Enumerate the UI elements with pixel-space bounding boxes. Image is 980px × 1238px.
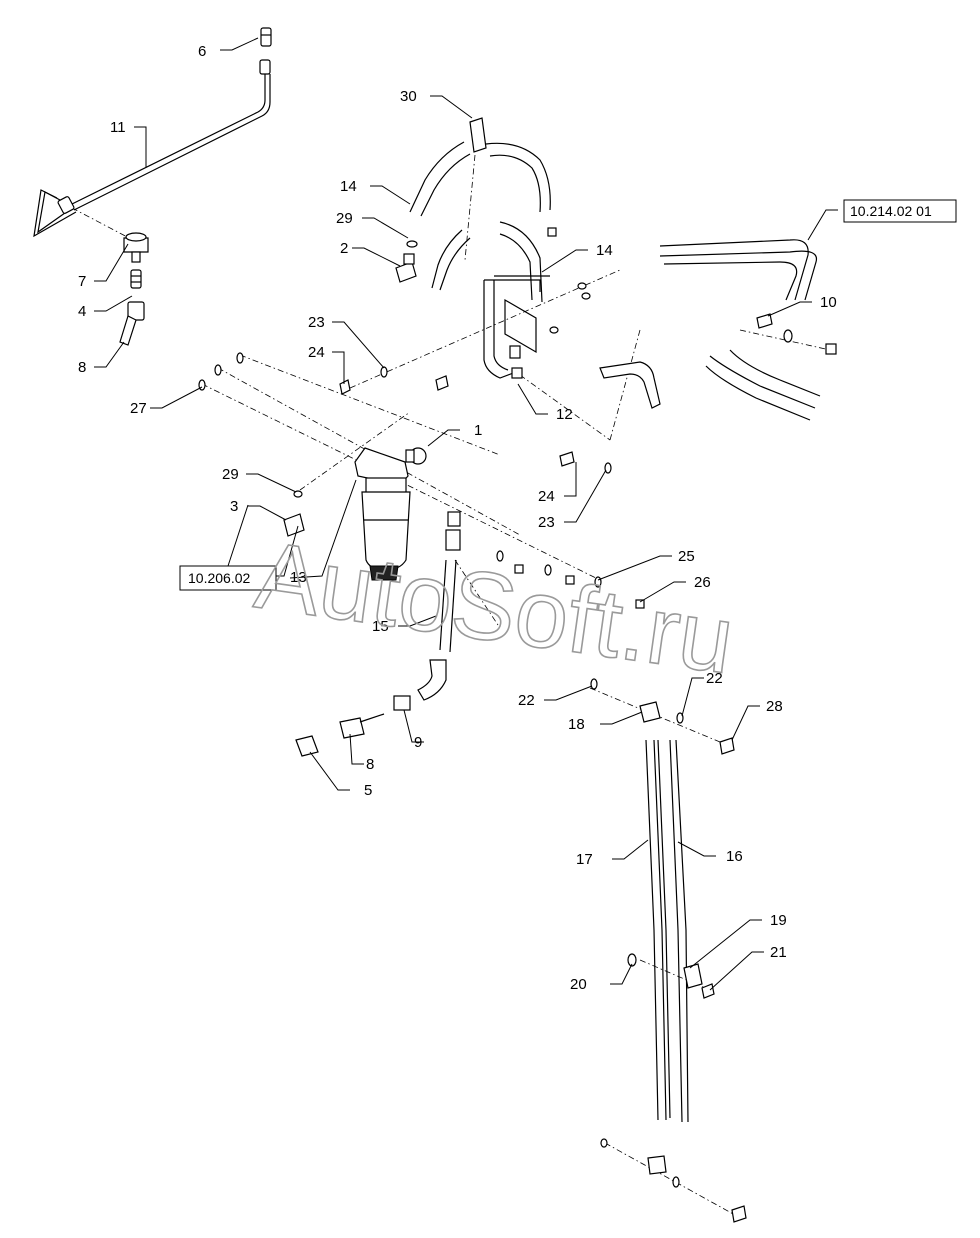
label-part-4: 4 bbox=[78, 303, 86, 320]
watermark-text: AutoSoft.ru bbox=[249, 521, 739, 694]
label-part-14-left: 14 bbox=[340, 178, 357, 195]
fitting-part-2 bbox=[395, 240, 418, 283]
label-part-29-bottom: 29 bbox=[222, 466, 239, 483]
label-part-3: 3 bbox=[230, 498, 238, 515]
label-part-18: 18 bbox=[568, 716, 585, 733]
label-part-5: 5 bbox=[364, 782, 372, 799]
label-part-27: 27 bbox=[130, 400, 147, 417]
label-part-17: 17 bbox=[576, 851, 593, 868]
label-part-12: 12 bbox=[556, 406, 573, 423]
label-part-16: 16 bbox=[726, 848, 743, 865]
hoses-part-14 bbox=[409, 117, 557, 303]
label-part-30: 30 bbox=[400, 88, 417, 105]
pipe-part-11 bbox=[33, 59, 271, 238]
hose-part-15 bbox=[295, 511, 461, 757]
hardware-small-parts bbox=[198, 282, 837, 1223]
label-part-10: 10 bbox=[820, 294, 837, 311]
reference-label-top: 10.214.02 01 bbox=[850, 203, 932, 219]
fuel-filter-part-13 bbox=[354, 447, 427, 581]
label-part-28: 28 bbox=[766, 698, 783, 715]
part-number-labels: 6 11 7 4 8 27 30 14 29 2 23 24 14 12 10 … bbox=[78, 43, 837, 993]
label-part-23-right: 23 bbox=[538, 514, 555, 531]
reference-box-left[interactable]: 10.206.02 bbox=[179, 565, 277, 591]
label-part-19: 19 bbox=[770, 912, 787, 929]
reference-label-left: 10.206.02 bbox=[188, 570, 250, 586]
label-part-13: 13 bbox=[290, 569, 307, 586]
label-part-26: 26 bbox=[694, 574, 711, 591]
label-part-6: 6 bbox=[198, 43, 206, 60]
pipe-bundle-part-10 bbox=[599, 239, 821, 421]
label-part-2: 2 bbox=[340, 240, 348, 257]
label-part-29-top: 29 bbox=[336, 210, 353, 227]
label-part-14-right: 14 bbox=[596, 242, 613, 259]
label-part-23-left: 23 bbox=[308, 314, 325, 331]
label-part-20: 20 bbox=[570, 976, 587, 993]
label-part-24-right: 24 bbox=[538, 488, 555, 505]
leader-lines bbox=[94, 37, 838, 991]
label-part-22-left: 22 bbox=[518, 692, 535, 709]
fitting-part-3 bbox=[283, 513, 305, 537]
label-part-8-bottom: 8 bbox=[366, 756, 374, 773]
label-part-21: 21 bbox=[770, 944, 787, 961]
pipes-part-16-17 bbox=[639, 701, 703, 1175]
label-part-15: 15 bbox=[372, 618, 389, 635]
label-part-25: 25 bbox=[678, 548, 695, 565]
bracket-part-12 bbox=[483, 275, 550, 379]
label-part-1: 1 bbox=[474, 422, 482, 439]
label-part-9: 9 bbox=[414, 734, 422, 751]
label-part-24-left: 24 bbox=[308, 344, 325, 361]
label-part-7: 7 bbox=[78, 273, 86, 290]
label-part-8-top: 8 bbox=[78, 359, 86, 376]
fitting-part-6 bbox=[260, 27, 272, 47]
reference-box-top[interactable]: 10.214.02 01 bbox=[843, 199, 957, 223]
label-part-11: 11 bbox=[110, 119, 126, 136]
label-part-22-right: 22 bbox=[706, 670, 723, 687]
fitting-stack-7-4-8 bbox=[119, 232, 149, 346]
